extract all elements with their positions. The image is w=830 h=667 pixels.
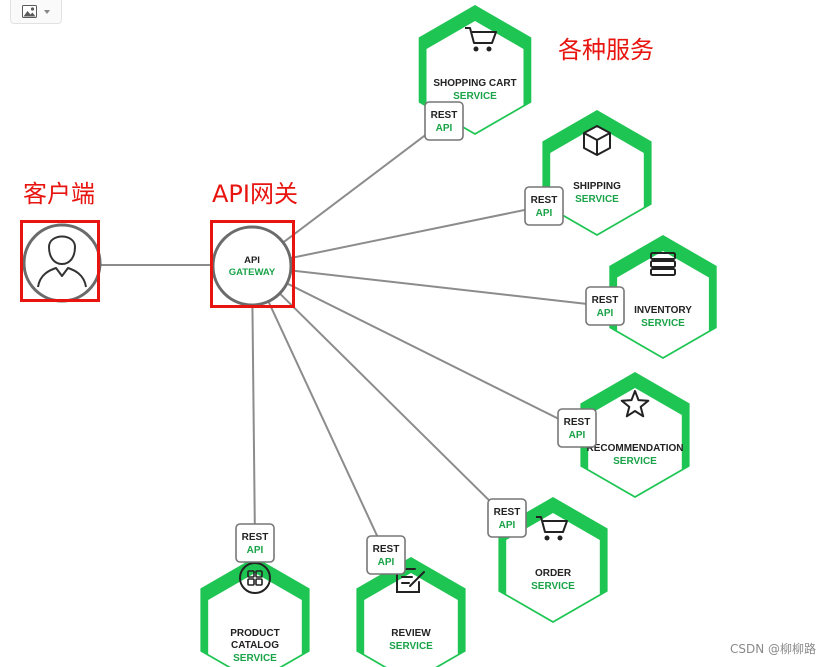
- service-name: REVIEW: [391, 628, 431, 639]
- service-hexagon-inner: [208, 573, 302, 667]
- service-name: SHIPPING: [573, 181, 621, 192]
- package-icon: [583, 125, 611, 156]
- grid-icon: [239, 562, 271, 594]
- service-label: SERVICE: [613, 456, 657, 467]
- service-name: RECOMMENDATION: [586, 443, 683, 454]
- service-name: ORDER: [535, 568, 572, 579]
- service-shipping: SHIPPING SERVICE: [542, 110, 652, 236]
- rest-api-badge: REST API: [424, 101, 464, 141]
- service-hexagon-inner: [364, 573, 458, 667]
- link-gateway-shipping: [251, 205, 545, 267]
- star-icon: [620, 390, 650, 418]
- services-annotation: 各种服务: [558, 36, 654, 64]
- rest-label: REST: [431, 110, 458, 121]
- stack-icon: [650, 252, 676, 276]
- gateway-highlight-box: [210, 220, 295, 308]
- service-hexagon-inner: [550, 126, 644, 234]
- api-label: API: [247, 545, 264, 556]
- connections: [98, 120, 606, 556]
- rest-api-badge: REST API: [487, 498, 527, 538]
- gateway-sublabel: GATEWAY: [229, 267, 276, 278]
- rest-label: REST: [592, 295, 619, 306]
- api-label: API: [597, 308, 614, 319]
- link-gateway-review: [251, 265, 387, 556]
- link-gateway-inventory: [251, 265, 606, 307]
- rest-label: REST: [531, 195, 558, 206]
- chevron-down-icon: [44, 9, 50, 14]
- api-label: API: [536, 208, 553, 219]
- image-icon: [22, 5, 37, 18]
- gateway-label: API: [244, 255, 260, 266]
- service-label: SERVICE: [453, 91, 497, 102]
- service-label: SERVICE: [531, 581, 575, 592]
- service-name: PRODUCT: [230, 628, 279, 639]
- api-label: API: [569, 430, 586, 441]
- link-gateway-recommendation: [251, 265, 578, 429]
- client-highlight-box: [20, 220, 100, 302]
- service-hexagon-inner: [506, 513, 600, 621]
- shopping-cart-icon: [465, 27, 497, 52]
- rest-api-badge: REST API: [366, 535, 406, 575]
- rest-api-badge: REST API: [585, 286, 625, 326]
- image-toolbar-button[interactable]: [10, 0, 62, 24]
- user-icon: [37, 235, 87, 288]
- link-gateway-product-catalog: [251, 265, 256, 544]
- watermark: CSDN @柳柳路: [729, 642, 816, 656]
- cart-icon: [536, 516, 568, 541]
- api-label: API: [378, 557, 395, 568]
- service-label: SERVICE: [575, 194, 619, 205]
- service-name-line2: CATALOG: [231, 640, 279, 651]
- service-hexagon-inner: [588, 388, 682, 496]
- rest-label: REST: [494, 507, 521, 518]
- service-inventory: INVENTORY SERVICE: [609, 235, 717, 359]
- link-gateway-order: [251, 265, 508, 519]
- service-label: SERVICE: [233, 653, 277, 664]
- service-hexagon-inner: [617, 251, 709, 357]
- gateway-annotation: API网关: [212, 180, 298, 208]
- client-node: [22, 223, 102, 303]
- api-label: API: [436, 123, 453, 134]
- service-label: SERVICE: [389, 641, 433, 652]
- service-label: SERVICE: [641, 318, 685, 329]
- rest-api-badge: REST API: [235, 523, 275, 563]
- client-annotation: 客户端: [23, 180, 95, 208]
- edit-icon: [396, 568, 425, 593]
- rest-label: REST: [564, 417, 591, 428]
- service-name: INVENTORY: [634, 305, 692, 316]
- rest-api-badge: REST API: [557, 408, 597, 448]
- rest-label: REST: [242, 532, 269, 543]
- api-label: API: [499, 520, 516, 531]
- rest-api-badge: REST API: [524, 186, 564, 226]
- rest-label: REST: [373, 544, 400, 555]
- service-recommendation: RECOMMENDATION SERVICE: [580, 372, 690, 498]
- service-review: REVIEW SERVICE: [356, 557, 466, 667]
- service-name: SHOPPING CART: [433, 78, 516, 89]
